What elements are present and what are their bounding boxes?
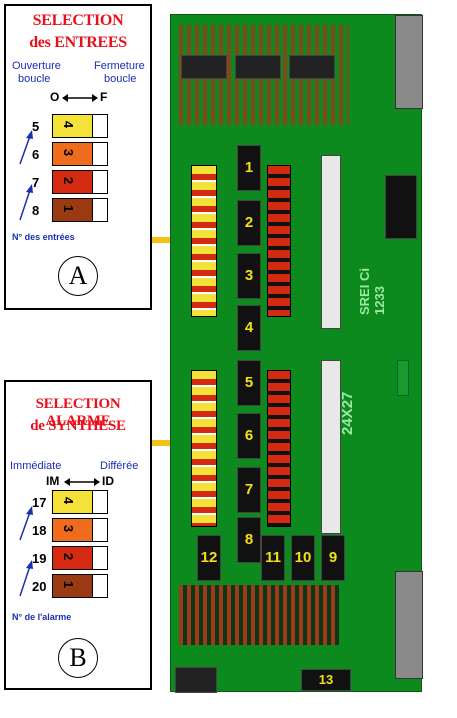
dip-switch[interactable]: 4: [52, 114, 108, 138]
dip-switch[interactable]: 2: [52, 170, 108, 194]
panel-a-right-label-2: boucle: [104, 73, 137, 85]
switch-number: 8: [32, 203, 40, 218]
ic-chip: 11: [261, 535, 285, 581]
ribbon-connector-top: [395, 15, 423, 109]
switch-cap-label: 1: [61, 204, 77, 213]
switch-cap: 3: [53, 143, 93, 165]
board-reference-text: SREI Ci 1233: [357, 268, 387, 315]
panel-a-badge: A: [58, 256, 98, 296]
relay-column-upper: [321, 155, 341, 329]
ic-chip: 10: [291, 535, 315, 581]
dip-switch[interactable]: 4: [52, 490, 108, 514]
panel-input-selection: SELECTION des ENTREES Ouverture boucle F…: [4, 4, 152, 310]
panel-a-left-label-2: boucle: [18, 73, 51, 85]
switch-off-position: [93, 547, 107, 569]
panel-b-left-code: IM: [46, 474, 60, 488]
switch-cap: 2: [53, 171, 93, 193]
ic-top-middle: [235, 55, 281, 79]
ic-chip: 6: [237, 413, 261, 459]
diode: [397, 360, 409, 396]
switch-number: 17: [32, 495, 47, 510]
panel-b-badge: B: [58, 638, 98, 678]
switch-cap: 1: [53, 199, 93, 221]
switch-cap: 4: [53, 115, 93, 137]
relay-column-lower: [321, 360, 341, 534]
switch-cap-label: 3: [61, 148, 77, 157]
dip-switch[interactable]: 1: [52, 198, 108, 222]
panel-a-right-label-1: Fermeture: [94, 60, 145, 72]
switch-number: 5: [32, 119, 40, 134]
double-arrow-icon: [64, 478, 100, 486]
regulator: [175, 667, 217, 693]
switch-off-position: [93, 519, 107, 541]
switch-number: 20: [32, 579, 47, 594]
panel-b-right-label: Différée: [100, 460, 139, 472]
switch-direction-arrows-icon: [19, 130, 33, 221]
ic-chip: 1: [237, 145, 261, 191]
ic-13-label: 13: [301, 669, 351, 691]
ic-chip: 7: [237, 467, 261, 513]
switch-number: 19: [32, 551, 47, 566]
switch-cap-label: 4: [61, 496, 77, 505]
panel-a-right-code: F: [100, 90, 108, 104]
switch-cap: 2: [53, 547, 93, 569]
panel-alarm-selection: SELECTION ALARME de SYNTHESE Immédiate D…: [4, 380, 152, 690]
panel-a-title-line1: SELECTION: [32, 12, 124, 29]
panel-b-title-line2: de SYNTHESE: [30, 418, 126, 434]
ic-top-right: [289, 55, 335, 79]
dip-switch-bank-c[interactable]: [267, 165, 291, 317]
resistor-array-bottom: [179, 585, 339, 645]
board-model-text: 24X27: [339, 391, 356, 435]
switch-off-position: [93, 575, 107, 597]
ic-chip: 12: [197, 535, 221, 581]
panel-b-title-line1: SELECTION ALARME: [35, 396, 121, 429]
ic-top-left: [181, 55, 227, 79]
ic-chip: 5: [237, 360, 261, 406]
switch-cap-label: 3: [61, 524, 77, 533]
dip-switch[interactable]: 2: [52, 546, 108, 570]
switch-off-position: [93, 491, 107, 513]
panel-b-footnote: N° de l'alarme: [12, 612, 72, 622]
switch-cap: 1: [53, 575, 93, 597]
switch-cap-label: 2: [61, 552, 77, 561]
potentiometer[interactable]: [385, 175, 417, 239]
dip-switch-bank-a[interactable]: [191, 165, 217, 317]
ribbon-connector-bottom: [395, 571, 423, 679]
dip-switch-bank-b[interactable]: [191, 370, 217, 527]
ic-chip: 3: [237, 253, 261, 299]
switch-off-position: [93, 171, 107, 193]
ic-chip: 9: [321, 535, 345, 581]
panel-a-footnote: N° des entrées: [12, 232, 75, 242]
ic-chip: 2: [237, 200, 261, 246]
switch-direction-arrows-icon: [19, 506, 33, 597]
switch-cap: 4: [53, 491, 93, 513]
panel-b-right-code: ID: [102, 474, 114, 488]
switch-cap-label: 4: [61, 120, 77, 129]
dip-switch[interactable]: 1: [52, 574, 108, 598]
switch-cap-label: 2: [61, 176, 77, 185]
switch-off-position: [93, 199, 107, 221]
switch-off-position: [93, 115, 107, 137]
panel-a-left-code: O: [50, 90, 60, 104]
switch-number: 18: [32, 523, 47, 538]
switch-cap: 3: [53, 519, 93, 541]
dip-switch-bank-d[interactable]: [267, 370, 291, 527]
panel-a-title-line2: des ENTREES: [29, 34, 127, 51]
dip-switch[interactable]: 3: [52, 518, 108, 542]
switch-number: 7: [32, 175, 40, 190]
switch-off-position: [93, 143, 107, 165]
switch-cap-label: 1: [61, 580, 77, 589]
switch-number: 6: [32, 147, 40, 162]
dip-switch[interactable]: 3: [52, 142, 108, 166]
panel-a-left-label-1: Ouverture: [12, 60, 61, 72]
panel-b-left-label: Immédiate: [10, 460, 62, 472]
ic-chip: 8: [237, 517, 261, 563]
ic-chip: 4: [237, 305, 261, 351]
double-arrow-icon: [62, 94, 98, 102]
